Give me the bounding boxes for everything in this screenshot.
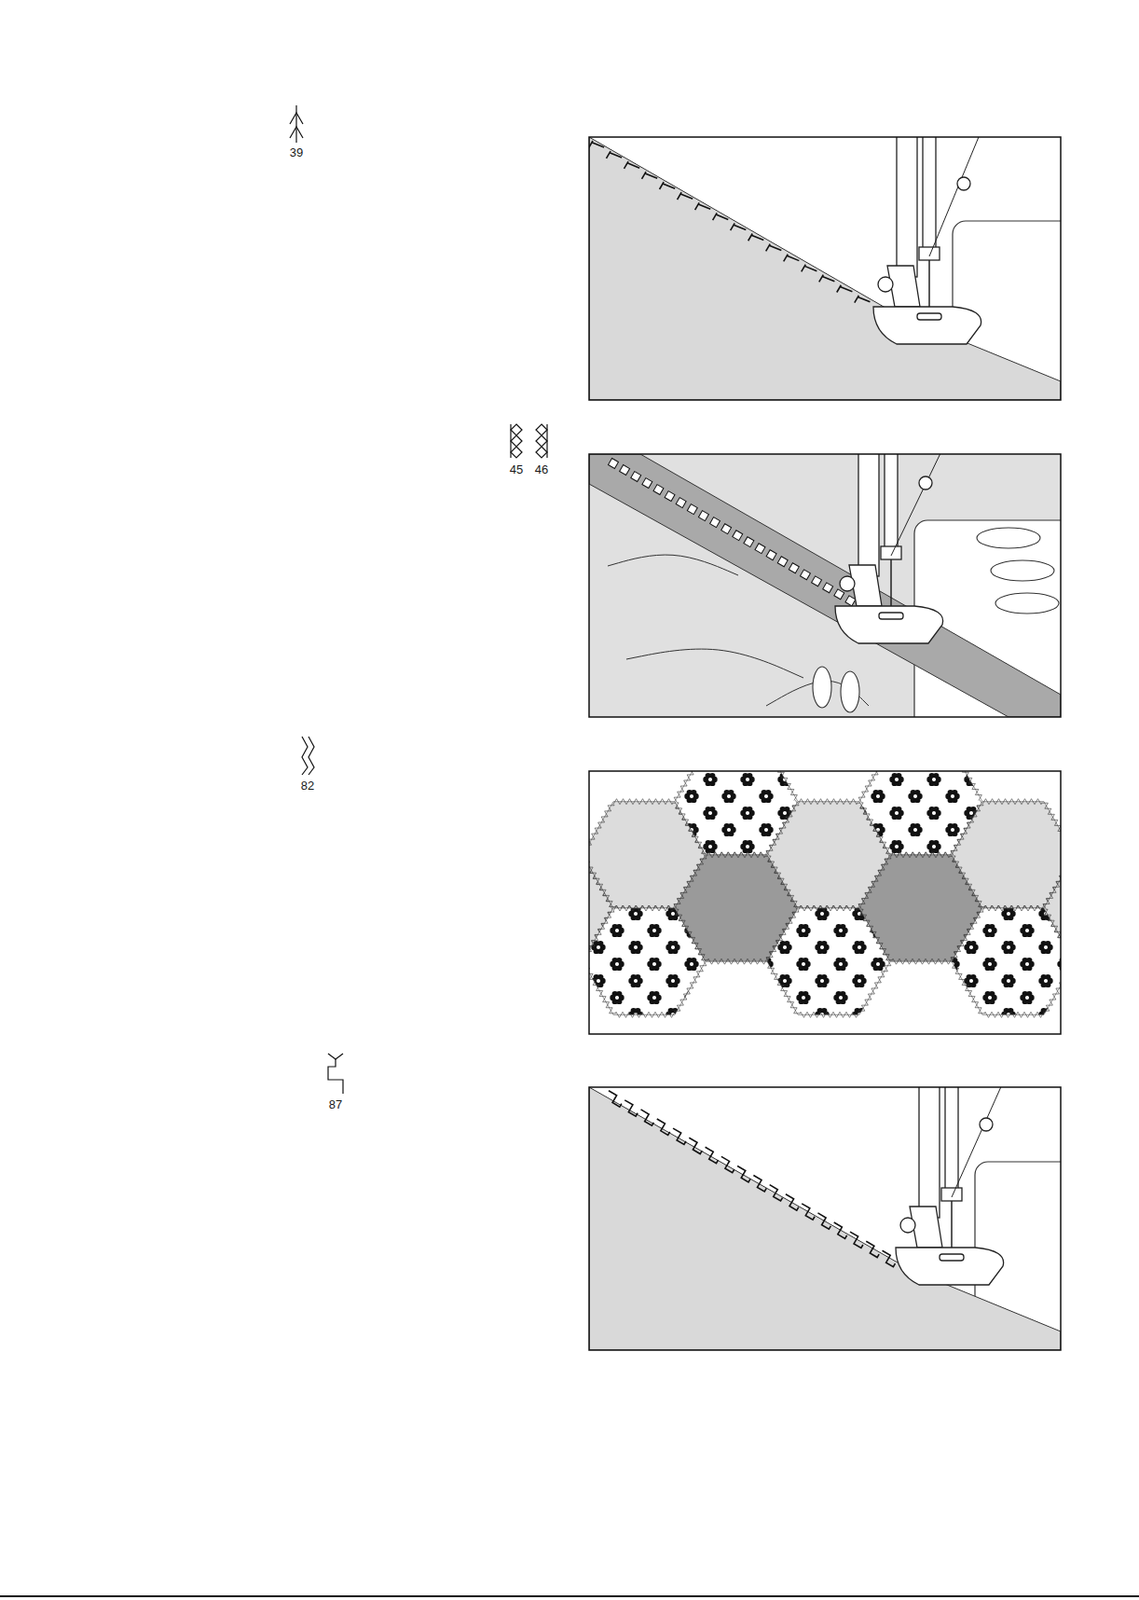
stitch-symbols	[289, 105, 548, 1094]
band-stitch-illustration	[589, 449, 1139, 819]
band	[589, 453, 1061, 717]
stitches	[608, 458, 856, 606]
fabric	[589, 137, 1061, 400]
stitch-number: 39	[289, 146, 303, 159]
presser-foot	[895, 1086, 1004, 1285]
panel-frame	[589, 137, 1061, 400]
page-rule	[0, 1594, 1139, 1597]
hands	[812, 527, 1059, 713]
presser-foot	[835, 453, 944, 644]
stitches	[608, 1090, 895, 1267]
patchwork-illustration	[489, 745, 1139, 1034]
panel-frame	[589, 1086, 1061, 1350]
stitch-number: 45	[509, 463, 523, 476]
presser-foot	[873, 137, 982, 344]
fabric	[589, 1086, 1061, 1350]
stitches	[589, 140, 870, 303]
blanket-stitch-illustration	[589, 1082, 1139, 1460]
stitch-number: 87	[329, 1097, 343, 1111]
panel-frame	[589, 770, 1061, 1034]
hexagon-patches	[589, 770, 1061, 1017]
stitch-number: 46	[535, 463, 549, 476]
panel-frame	[589, 453, 1061, 717]
stitch-number: 82	[301, 779, 315, 792]
